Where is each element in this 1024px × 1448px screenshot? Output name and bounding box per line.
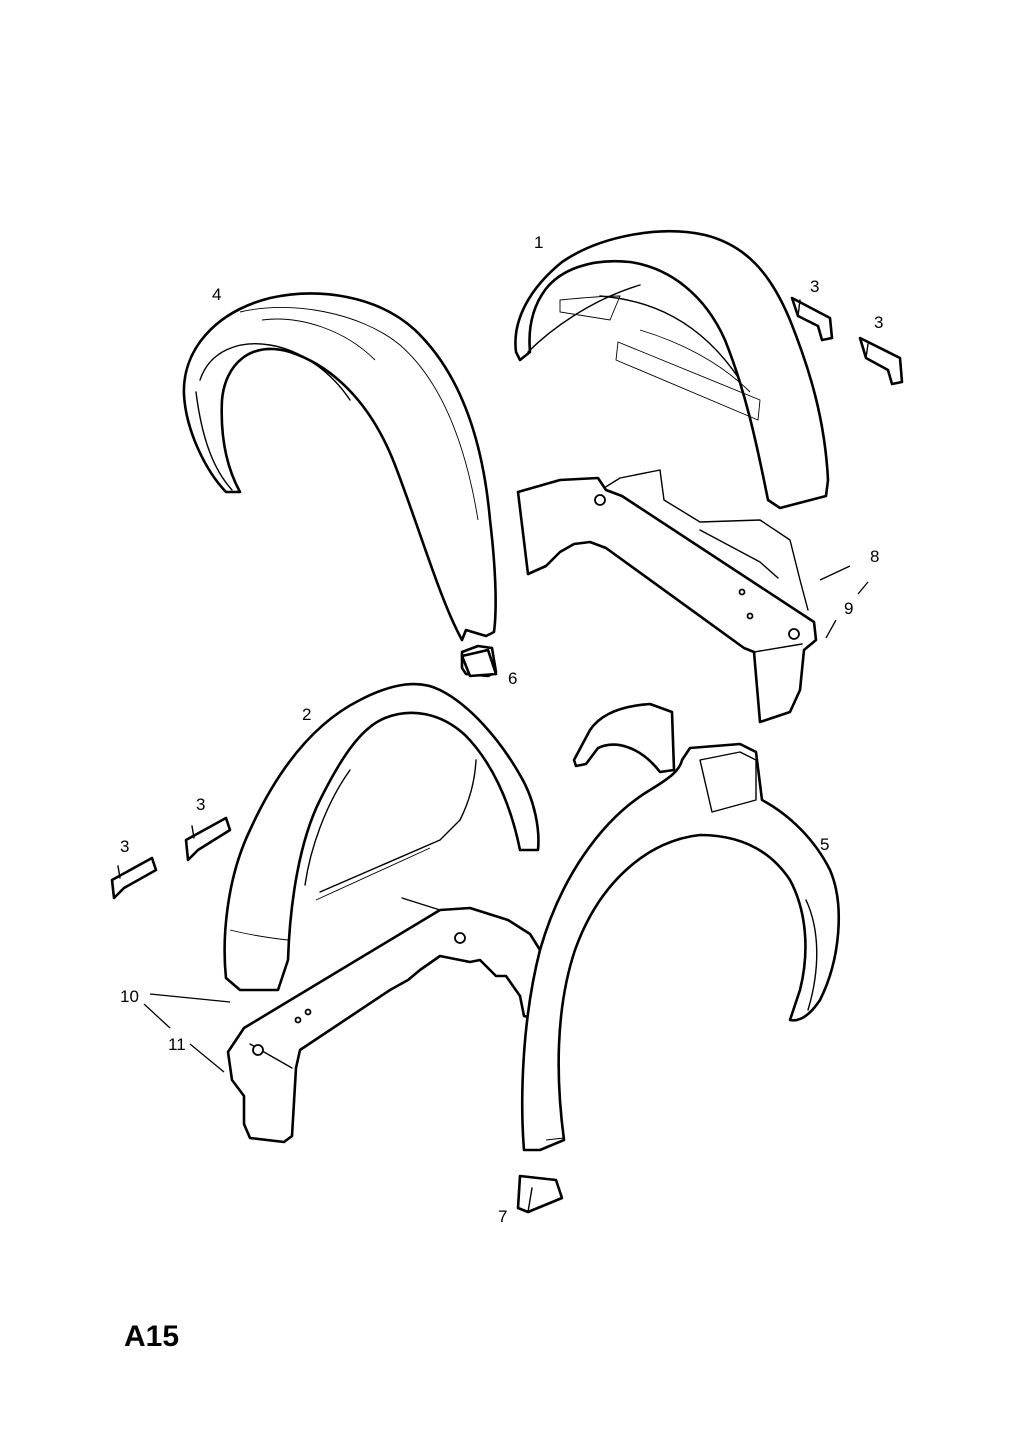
- callout-6: 6: [508, 669, 517, 688]
- diagram-code: A15: [124, 1320, 180, 1353]
- callout-8: 8: [870, 547, 879, 566]
- part-5-outer-wheel-arch: [520, 702, 840, 1152]
- part-4-outer-wheel-arch: [182, 292, 498, 678]
- callout-5: 5: [820, 835, 829, 854]
- callout-4: 4: [212, 285, 221, 304]
- callout-3-top-left: 3: [810, 277, 819, 296]
- callout-3-bottom-right: 3: [196, 795, 205, 814]
- part-6-bracket: [460, 648, 498, 678]
- part-10-11-bracket-assembly: [226, 897, 542, 1144]
- callout-labels: 1 2 3 3 3 3 4 5 6 7 8 9 10 11: [120, 233, 883, 1226]
- part-1-inner-wheel-arch: [514, 230, 830, 510]
- callout-9: 9: [844, 599, 853, 618]
- callout-3-top-right: 3: [874, 313, 883, 332]
- leader-lines: [143, 565, 869, 1073]
- part-7-bracket: [516, 1174, 564, 1214]
- part-3-clip-b: [858, 336, 904, 386]
- part-3-clip-c: [184, 816, 232, 862]
- part-3-clip-a: [790, 296, 834, 342]
- callout-1: 1: [534, 233, 543, 252]
- callout-3-bottom-left: 3: [120, 837, 129, 856]
- part-8-9-bracket-assembly: [516, 469, 818, 724]
- callout-11: 11: [168, 1035, 186, 1054]
- callout-7: 7: [498, 1207, 507, 1226]
- part-2-inner-wheel-arch: [223, 682, 540, 992]
- callout-10: 10: [120, 987, 139, 1006]
- callout-2: 2: [302, 705, 311, 724]
- part-3-clip-d: [110, 856, 158, 900]
